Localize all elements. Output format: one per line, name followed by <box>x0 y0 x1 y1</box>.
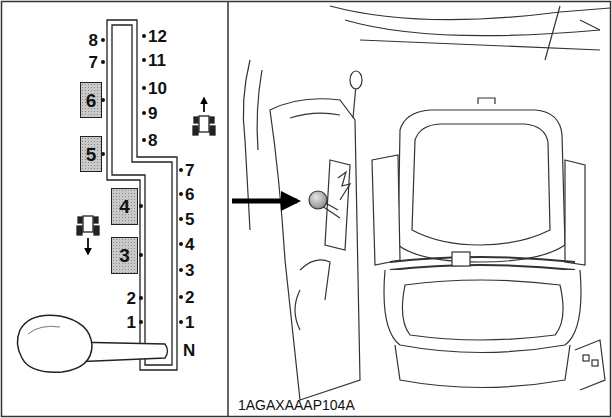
gear-number: 5 <box>185 211 194 228</box>
pointer-arrow <box>232 199 297 204</box>
gear-number: 10 <box>148 80 167 97</box>
gear-number: 8 <box>148 132 157 149</box>
shift-knob <box>309 191 327 209</box>
gear-number: 1 <box>185 314 194 331</box>
gear-dots <box>101 34 183 324</box>
shift-gate <box>107 20 177 370</box>
gear-number: 11 <box>148 52 166 69</box>
gear-number: 4 <box>119 197 130 216</box>
reverse-icon <box>77 216 99 254</box>
forward-icon <box>193 98 215 135</box>
divider <box>227 2 229 417</box>
gear-number: 4 <box>185 236 194 253</box>
gear-number: 6 <box>185 186 194 203</box>
gear-box: 5 <box>80 136 102 172</box>
gear-number: 7 <box>185 162 194 179</box>
cab-seat-illustration <box>243 6 610 400</box>
gear-number: 2 <box>185 289 194 306</box>
figure-code: 1AGAXAAAP104A <box>238 398 355 412</box>
gear-number: 7 <box>89 54 98 71</box>
gear-number: N <box>183 342 195 359</box>
gear-number: 6 <box>86 91 97 110</box>
gear-number: 5 <box>86 145 97 164</box>
gear-number: 2 <box>127 290 136 307</box>
gear-number: 3 <box>119 246 130 265</box>
gear-box: 4 <box>111 188 138 225</box>
shift-lever <box>17 315 167 372</box>
gear-number: 12 <box>148 28 167 45</box>
gear-number: 3 <box>185 262 194 279</box>
gear-number: 8 <box>89 32 98 49</box>
gear-number: 1 <box>127 314 136 331</box>
gear-box: 6 <box>80 82 102 118</box>
gear-number: 9 <box>148 105 157 122</box>
gear-box: 3 <box>111 237 138 274</box>
